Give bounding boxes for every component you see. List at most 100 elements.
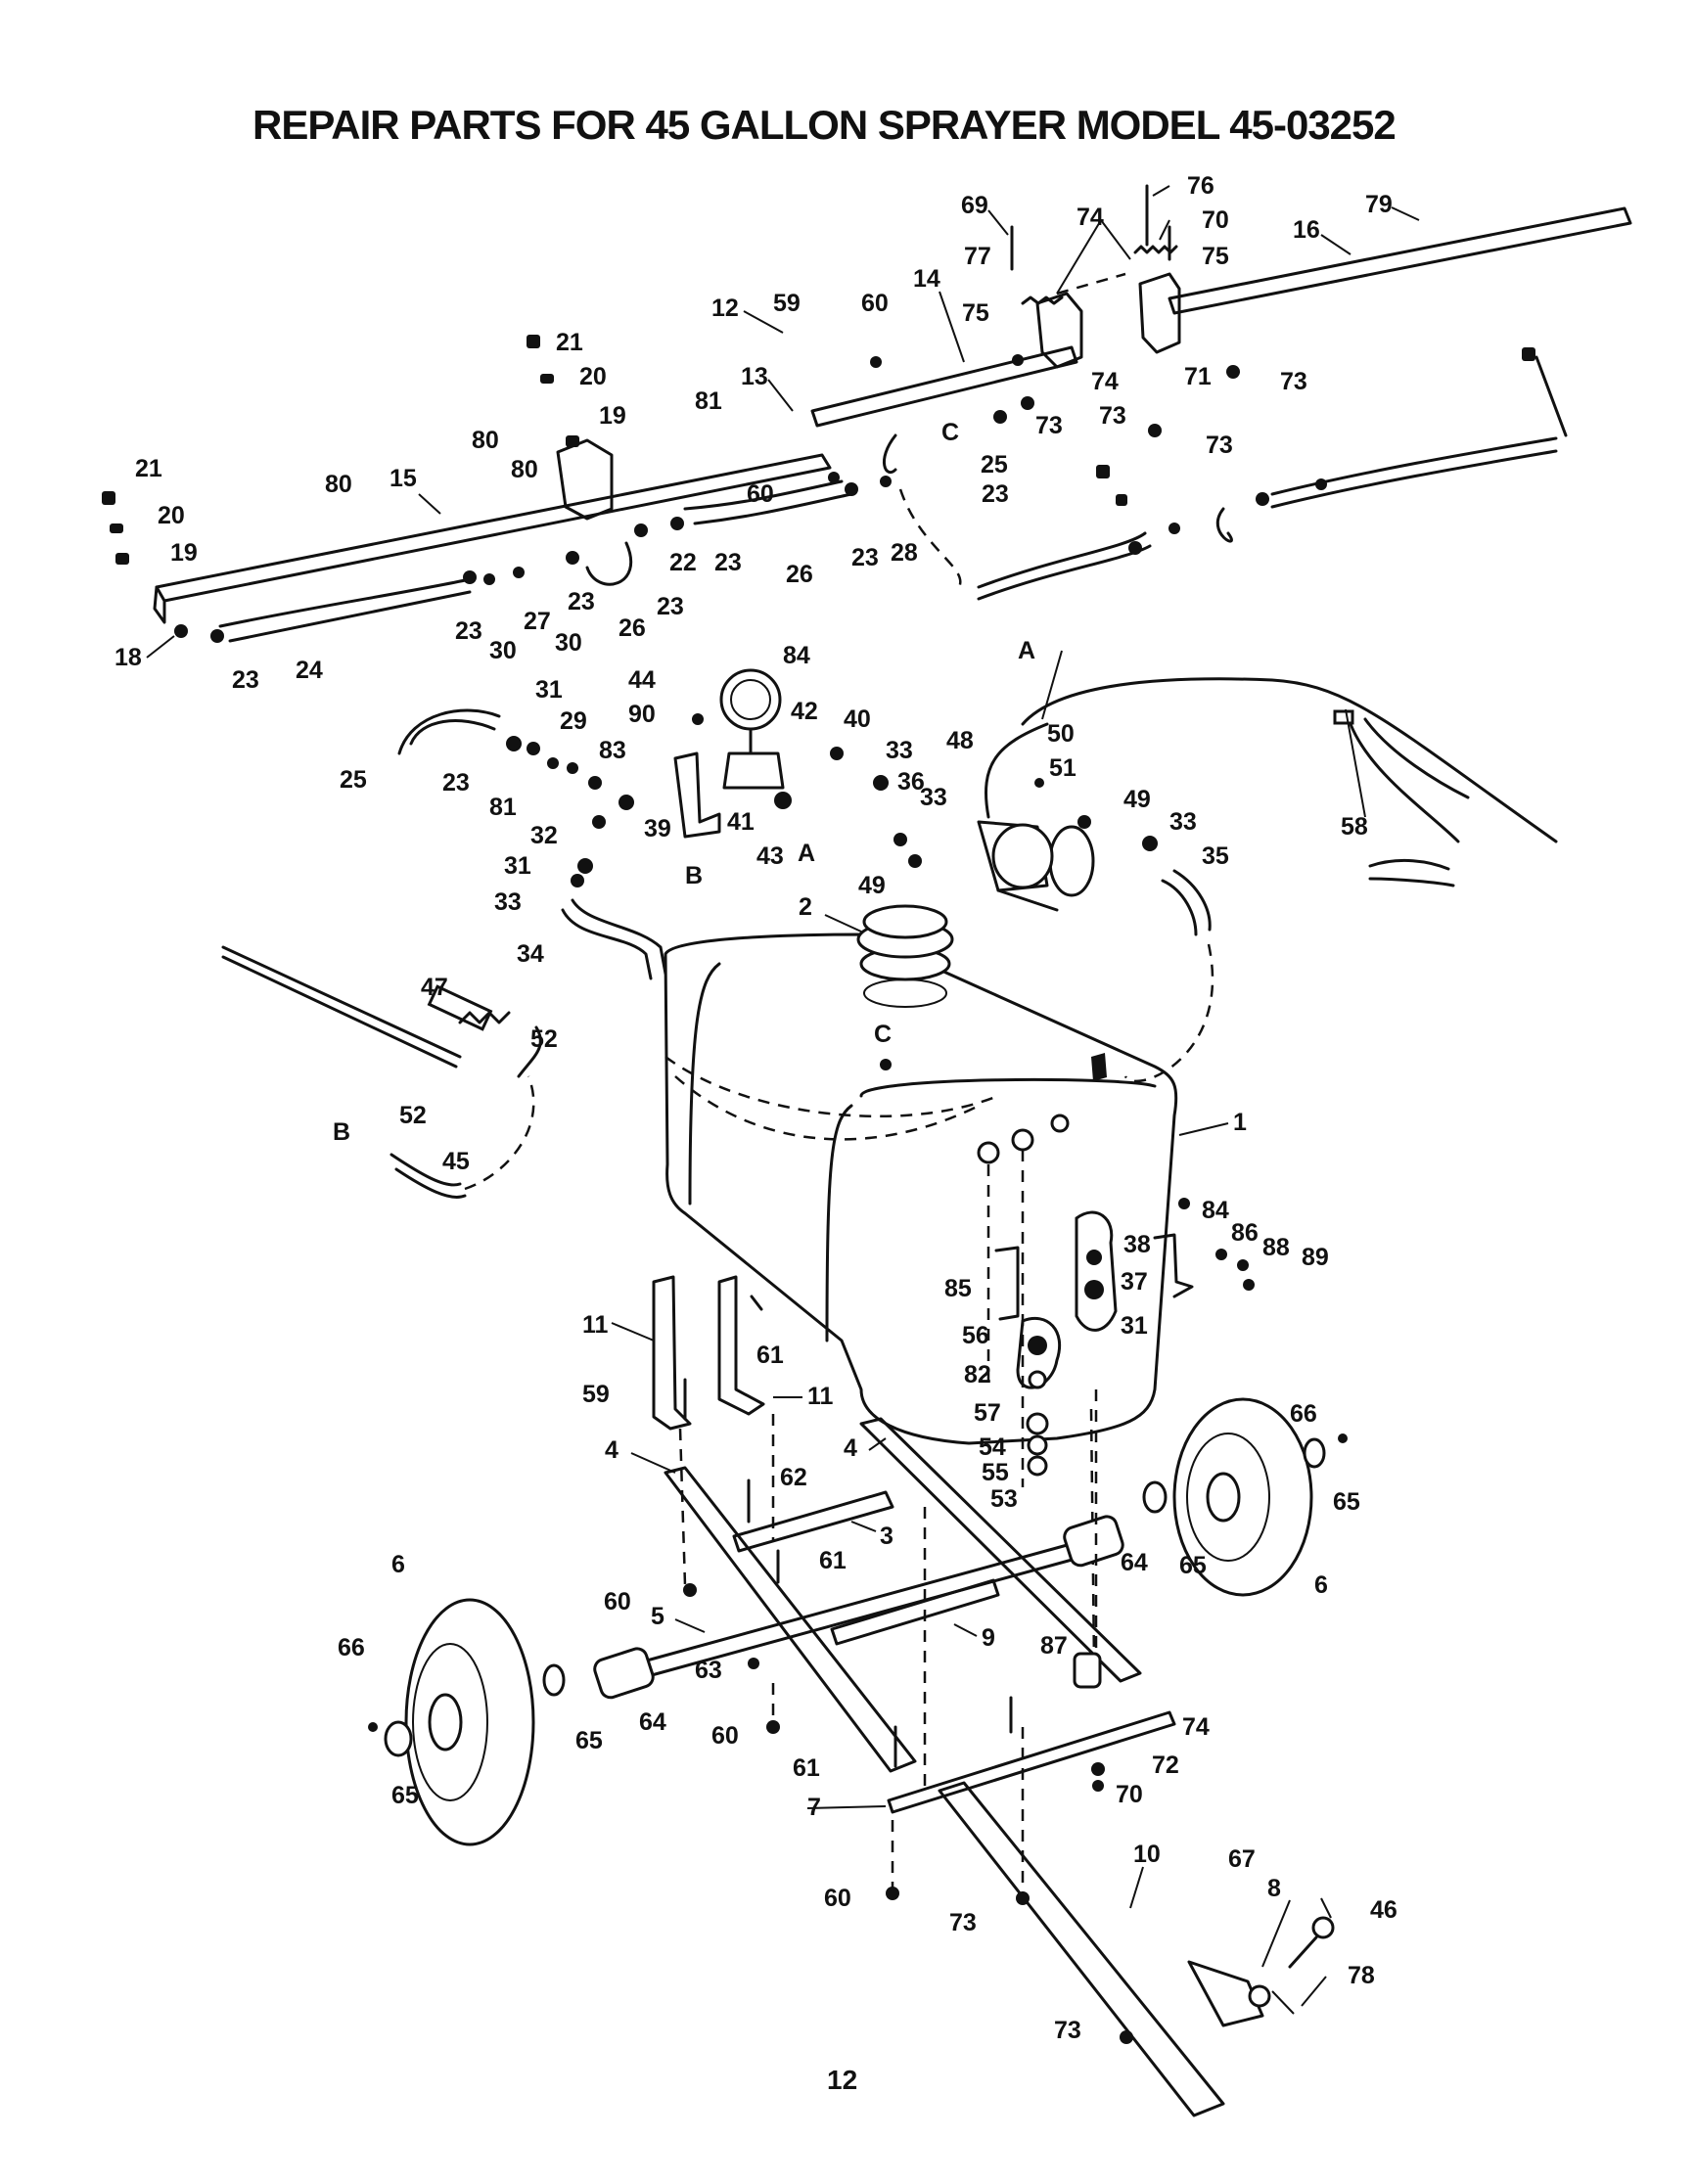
callout-57: 57 (974, 1399, 1001, 1427)
callout-19: 19 (170, 539, 198, 567)
page-title: REPAIR PARTS FOR 45 GALLON SPRAYER MODEL… (252, 102, 1397, 148)
callout-72: 72 (1152, 1752, 1179, 1779)
reference-letter: C (941, 419, 959, 446)
callout-55: 55 (982, 1459, 1009, 1486)
callout-80: 81 (695, 387, 722, 415)
callout-4: 4 (844, 1434, 857, 1462)
callout-84: 84 (1202, 1197, 1229, 1224)
callout-11: 11 (582, 1311, 609, 1339)
callout-3: 3 (880, 1523, 893, 1550)
callout-65: 65 (575, 1727, 603, 1754)
callout-65: 65 (1333, 1488, 1360, 1516)
page-number: 12 (827, 2065, 858, 2095)
callout-23: 23 (568, 588, 595, 615)
reference-letter: C (874, 1021, 892, 1048)
callout-80: 80 (325, 471, 352, 498)
callout-33: 33 (494, 888, 522, 916)
callout-5: 5 (651, 1603, 664, 1630)
callout-23: 23 (657, 593, 684, 620)
callout-63: 63 (695, 1657, 722, 1684)
callout-36: 36 (897, 768, 925, 796)
callout-31: 31 (504, 852, 531, 880)
callout-66: 66 (338, 1634, 365, 1661)
callout-20: 20 (579, 363, 607, 390)
callout-65: 65 (391, 1782, 419, 1809)
callout-11: 11 (807, 1383, 834, 1410)
callout-70: 70 (1202, 206, 1229, 234)
callout-1: 1 (1233, 1109, 1247, 1136)
callout-61: 61 (819, 1547, 847, 1574)
callout-64: 64 (639, 1708, 666, 1736)
callout-60: 60 (824, 1885, 851, 1912)
callout-58: 58 (1341, 813, 1368, 841)
callout-69: 69 (961, 192, 988, 219)
callout-31: 31 (1121, 1312, 1148, 1340)
callout-13: 13 (741, 363, 768, 390)
callout-4: 4 (605, 1436, 618, 1464)
callout-45: 45 (442, 1148, 470, 1175)
callout-9: 9 (982, 1624, 995, 1652)
callout-73: 73 (1054, 2017, 1081, 2044)
callout-49: 49 (1123, 786, 1151, 813)
callout-33: 33 (1169, 808, 1197, 836)
callout-labels: 1 2 3 4 4 5 6 6 7 8 9 10 11 11 12 13 14 … (115, 172, 1397, 2044)
callout-41: 41 (727, 808, 755, 836)
callout-23: 23 (714, 549, 742, 576)
callout-49: 49 (858, 872, 886, 899)
callout-23: 23 (455, 617, 482, 645)
callout-82: 83 (599, 737, 626, 764)
callout-52: 52 (530, 1025, 558, 1053)
callout-38: 38 (1123, 1231, 1151, 1258)
callout-19: 19 (599, 402, 626, 430)
callout-85: 86 (1231, 1219, 1259, 1247)
callout-24: 24 (296, 657, 323, 684)
callout-40: 40 (844, 705, 871, 733)
callout-23: 23 (232, 666, 259, 694)
callout-27: 27 (524, 608, 551, 635)
callout-39: 39 (644, 815, 671, 842)
callout-59: 59 (582, 1381, 610, 1408)
callout-61: 61 (756, 1342, 784, 1369)
callout-74: 74 (1077, 204, 1104, 231)
callout-51: 51 (1049, 754, 1077, 782)
callout-71: 71 (1184, 363, 1212, 390)
callout-60: 60 (711, 1722, 739, 1750)
callout-23: 23 (982, 480, 1009, 508)
callout-6: 6 (1314, 1571, 1328, 1599)
callout-60: 60 (747, 480, 774, 508)
callout-61: 61 (793, 1754, 820, 1782)
callout-84: 85 (944, 1275, 972, 1302)
callout-83: 84 (783, 642, 810, 669)
callout-33: 33 (886, 737, 913, 764)
callout-10: 10 (1133, 1841, 1161, 1868)
callout-15: 15 (389, 465, 417, 492)
leader-lines (146, 185, 1420, 2007)
callout-34: 34 (517, 940, 544, 968)
callout-23: 23 (851, 544, 879, 571)
callout-18: 18 (115, 644, 142, 671)
boom-assembly (102, 184, 1632, 643)
callout-79: 79 (1365, 191, 1393, 218)
callout-75: 75 (1202, 243, 1229, 270)
callout-89: 90 (628, 701, 656, 728)
callout-70: 70 (1116, 1781, 1143, 1808)
callout-28: 28 (891, 539, 918, 567)
callout-56: 56 (962, 1322, 989, 1349)
callout-25: 25 (981, 451, 1008, 478)
callout-88: 89 (1302, 1244, 1329, 1271)
callout-54: 54 (979, 1433, 1006, 1461)
callout-76: 76 (1187, 172, 1214, 200)
callout-60: 60 (861, 290, 889, 317)
callout-14: 14 (913, 265, 940, 293)
callout-16: 16 (1293, 216, 1320, 244)
callout-81: 81 (489, 794, 517, 821)
callout-52: 52 (399, 1102, 427, 1129)
callout-74: 74 (1091, 368, 1119, 395)
callout-77: 77 (964, 243, 991, 270)
callout-33: 33 (920, 784, 947, 811)
callout-46: 46 (1370, 1896, 1397, 1924)
callout-26: 26 (618, 614, 646, 642)
callout-42: 42 (791, 698, 818, 725)
callout-86: 87 (1040, 1632, 1068, 1660)
